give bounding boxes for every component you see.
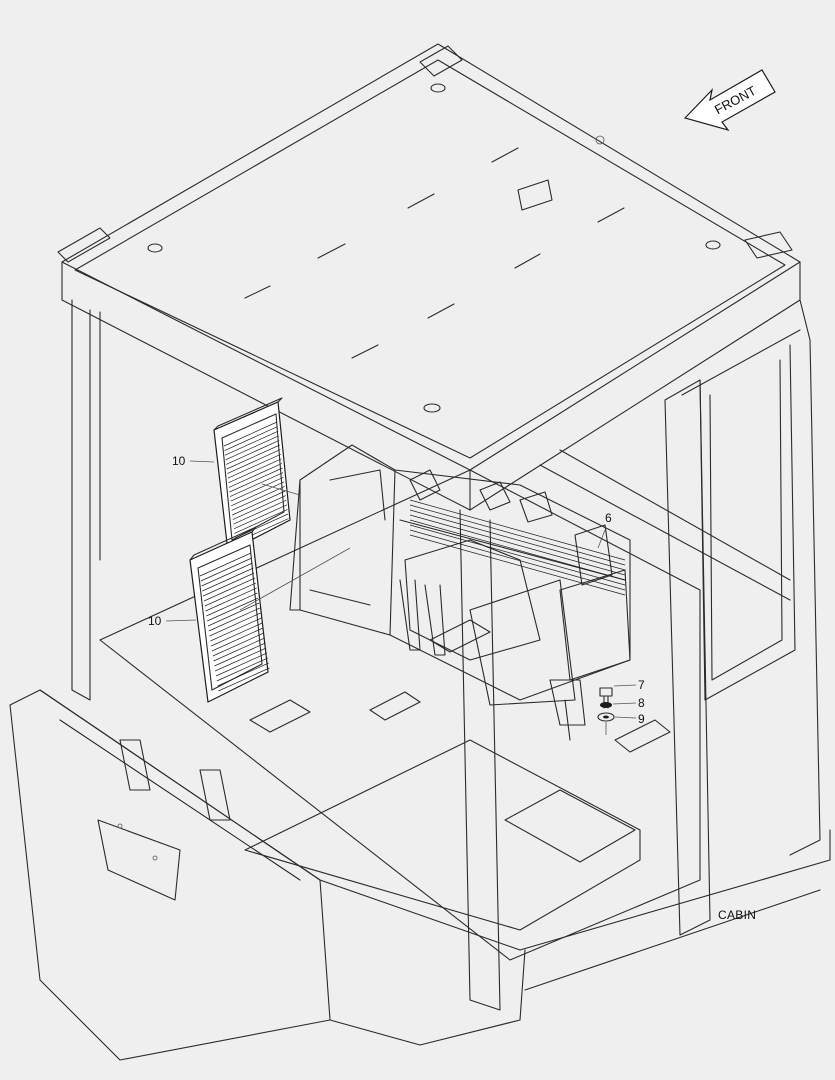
leader-10b	[165, 619, 197, 622]
leader-filter-lower	[239, 547, 351, 611]
cabin-floor	[99, 469, 701, 961]
callout-10-upper: 10	[172, 454, 186, 468]
callout-8: 8	[638, 696, 645, 710]
cabin-front-base	[9, 689, 831, 1061]
callout-10-lower: 10	[148, 614, 162, 628]
hvac-unit	[289, 444, 631, 741]
callout-7: 7	[638, 678, 645, 692]
callout-9: 9	[638, 712, 645, 726]
hardware-bolt-washers	[597, 684, 637, 735]
cabin-roof	[57, 43, 801, 511]
callout-6: 6	[605, 511, 612, 525]
air-filter-lower	[189, 526, 270, 703]
leader-6	[597, 529, 606, 549]
diagram-title: CABIN	[718, 908, 757, 922]
cabin-pillars	[71, 299, 821, 1011]
leader-filter-upper	[261, 483, 301, 496]
front-direction-arrow	[683, 69, 776, 132]
leader-10a	[189, 460, 215, 463]
